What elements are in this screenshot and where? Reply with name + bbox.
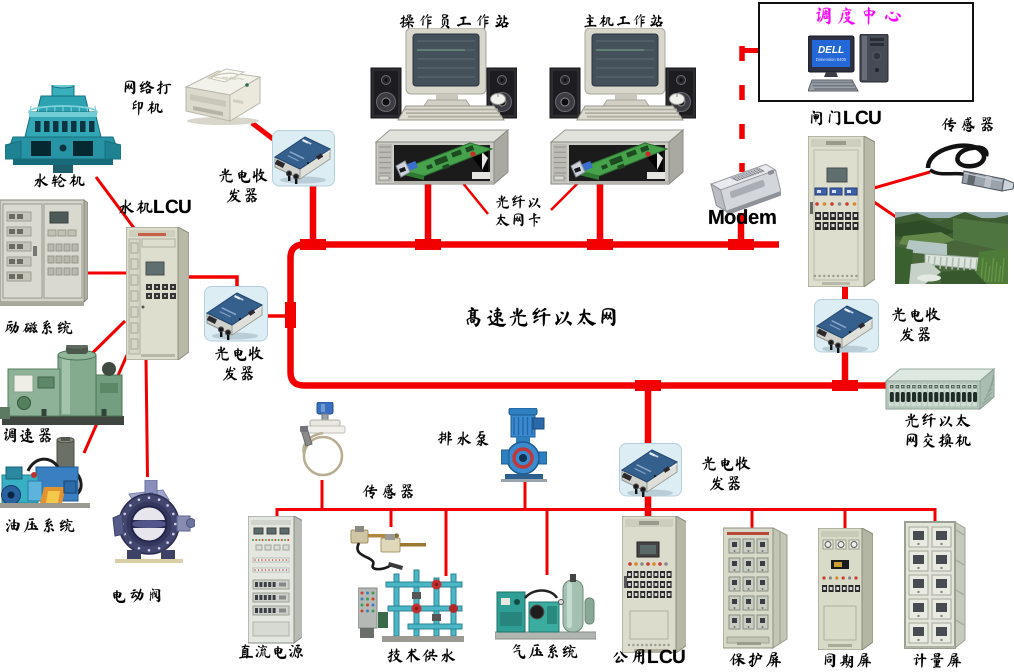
technical-water-image <box>358 568 468 645</box>
air-pressure-image <box>495 572 596 640</box>
gov-label: 调速器 <box>0 427 56 447</box>
oil-pressure-image <box>0 437 94 518</box>
protection-cabinet-image <box>723 525 788 651</box>
gate-label: 闸门LCU <box>808 109 882 129</box>
optical-transceiver-image <box>619 443 682 497</box>
optical-transceiver-image <box>814 299 879 353</box>
common-lcu-cabinet-image <box>622 516 686 653</box>
level-sensor-image <box>296 402 353 481</box>
network-links <box>64 46 937 576</box>
optical-transceiver-image <box>204 286 268 342</box>
bus-taps <box>285 239 858 391</box>
dam-photo-image <box>895 212 1008 284</box>
water-turbine-image <box>5 85 121 175</box>
sens2-label: 传感器 <box>360 483 420 503</box>
tx5-label: 光电收 发器 <box>886 306 946 345</box>
dc-power-cabinet-image <box>248 516 302 645</box>
electric-valve-image <box>103 480 195 563</box>
pump-label: 排水泵 <box>435 430 495 450</box>
ws2-label: 主机工作站 <box>582 13 666 31</box>
thermo-sensor-image <box>347 524 428 572</box>
industrial-computer-image <box>374 126 510 185</box>
tx4-label: 光电收 发器 <box>696 455 756 494</box>
prot-label: 保护屏 <box>726 651 786 671</box>
card-label: 光纤以 太网卡 <box>490 194 548 229</box>
cable-sensor-image <box>922 142 1014 194</box>
lcu1-label: 水机LCU <box>118 198 192 218</box>
water-label: 技术供水 <box>385 647 459 667</box>
network-printer-image <box>181 66 264 125</box>
sens1-label: 传感器 <box>938 116 1000 136</box>
host-workstation-image <box>549 28 696 123</box>
printer-label: 网络打 印机 <box>118 79 176 118</box>
gate-lcu-cabinet-image <box>808 136 875 287</box>
operator-workstation-image <box>370 28 517 123</box>
industrial-computer-image <box>549 126 685 185</box>
drain-pump-image <box>501 408 547 482</box>
oil-label: 油压系统 <box>2 517 80 537</box>
dispatch-label: 调度中心 <box>810 6 910 29</box>
bus-label: 高速光纤以太网 <box>462 306 622 331</box>
pub-label: 公用LCU <box>612 648 686 668</box>
ws1-label: 操作员工作站 <box>398 13 514 33</box>
modem-image <box>709 160 781 214</box>
sync-label: 同期屏 <box>820 652 874 672</box>
governor-image <box>0 345 132 428</box>
optical-transceiver-image <box>272 130 335 187</box>
modem-label: Modem <box>708 207 776 228</box>
svg-text:DELL: DELL <box>818 45 844 56</box>
distribution-rail-line <box>275 508 937 522</box>
tx1-label: 光电收 发器 <box>213 167 273 206</box>
turbine-label: 水轮机 <box>30 172 90 192</box>
air-label: 气压系统 <box>509 643 581 663</box>
fiber-switch-image <box>883 366 996 411</box>
excit-label: 励磁系统 <box>2 319 76 339</box>
excitation-cabinet-image <box>0 198 88 306</box>
switch-label: 光纤以太 网交换机 <box>898 412 978 451</box>
valve-label: 电动阀 <box>108 587 168 607</box>
dc-label: 直流电源 <box>238 643 304 663</box>
metering-cabinet-image <box>903 520 967 651</box>
hydro-lcu-cabinet-image <box>126 227 189 360</box>
tx2-label: 光电收 发器 <box>209 345 269 384</box>
sync-cabinet-image <box>818 528 873 650</box>
meter-label: 计量屏 <box>909 652 965 672</box>
svg-text:Dimension 8400: Dimension 8400 <box>816 57 847 62</box>
